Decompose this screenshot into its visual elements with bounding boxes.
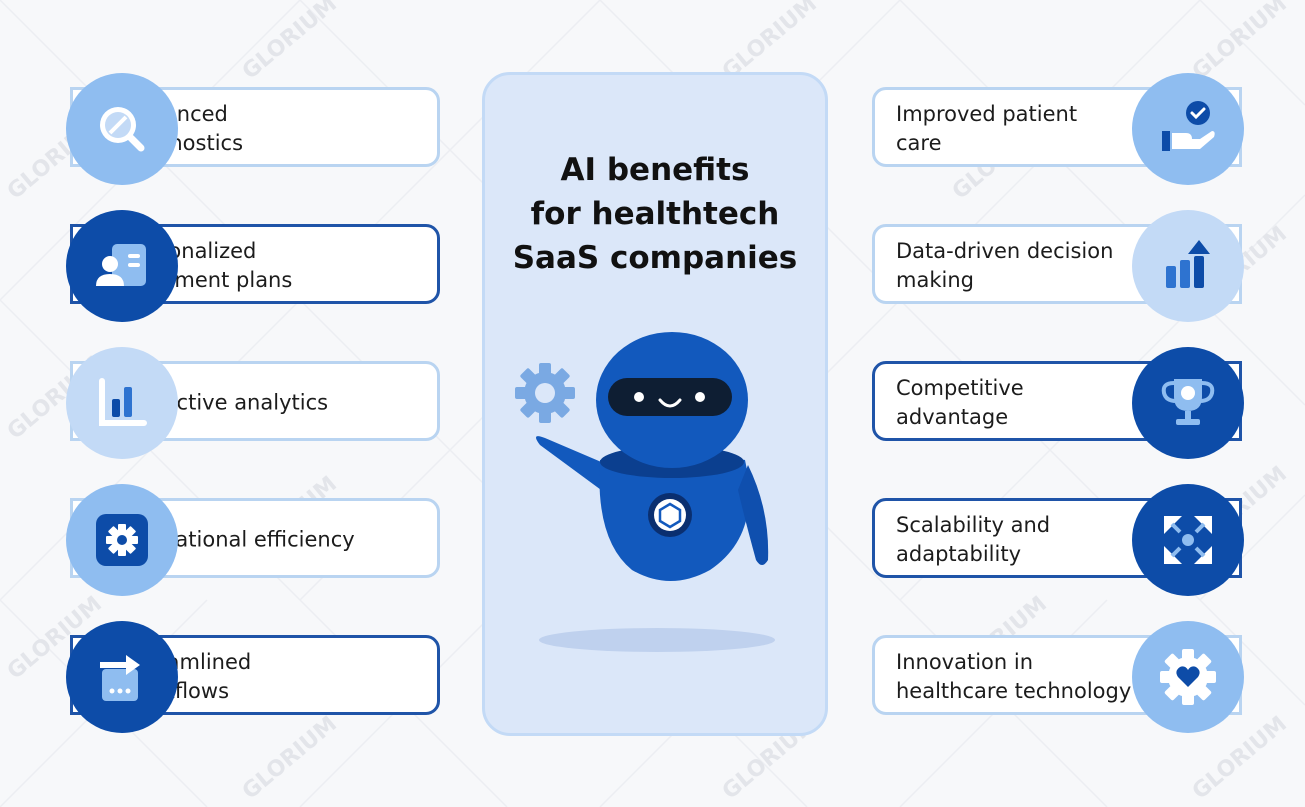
- benefit-item-enhanced-diagnostics: Enhanceddiagnostics: [0, 73, 440, 185]
- expand-arrows-icon: [1132, 484, 1244, 596]
- watermark-text: GLORIUM: [1188, 0, 1292, 85]
- bar-chart-icon: [66, 347, 178, 459]
- title-line: SaaS companies: [512, 240, 798, 276]
- title-line: AI benefits: [560, 152, 750, 188]
- profile-card-icon: [66, 210, 178, 322]
- growth-chart-icon: [1132, 210, 1244, 322]
- workflow-arrow-icon: [66, 621, 178, 733]
- page-title: AI benefits for healthtech SaaS companie…: [482, 148, 828, 280]
- watermark-text: GLORIUM: [238, 0, 342, 85]
- title-line: for healthtech: [530, 196, 780, 232]
- gear-icon: [515, 363, 575, 423]
- benefit-item-operational-efficiency: Operational efficiency: [0, 484, 440, 596]
- trophy-icon: [1132, 347, 1244, 459]
- gear-icon: [66, 484, 178, 596]
- benefit-item-predictive-analytics: Predictive analytics: [0, 347, 440, 459]
- magnifier-icon: [66, 73, 178, 185]
- gear-heart-icon: [1132, 621, 1244, 733]
- hand-check-icon: [1132, 73, 1244, 185]
- robot-illustration: [515, 332, 775, 652]
